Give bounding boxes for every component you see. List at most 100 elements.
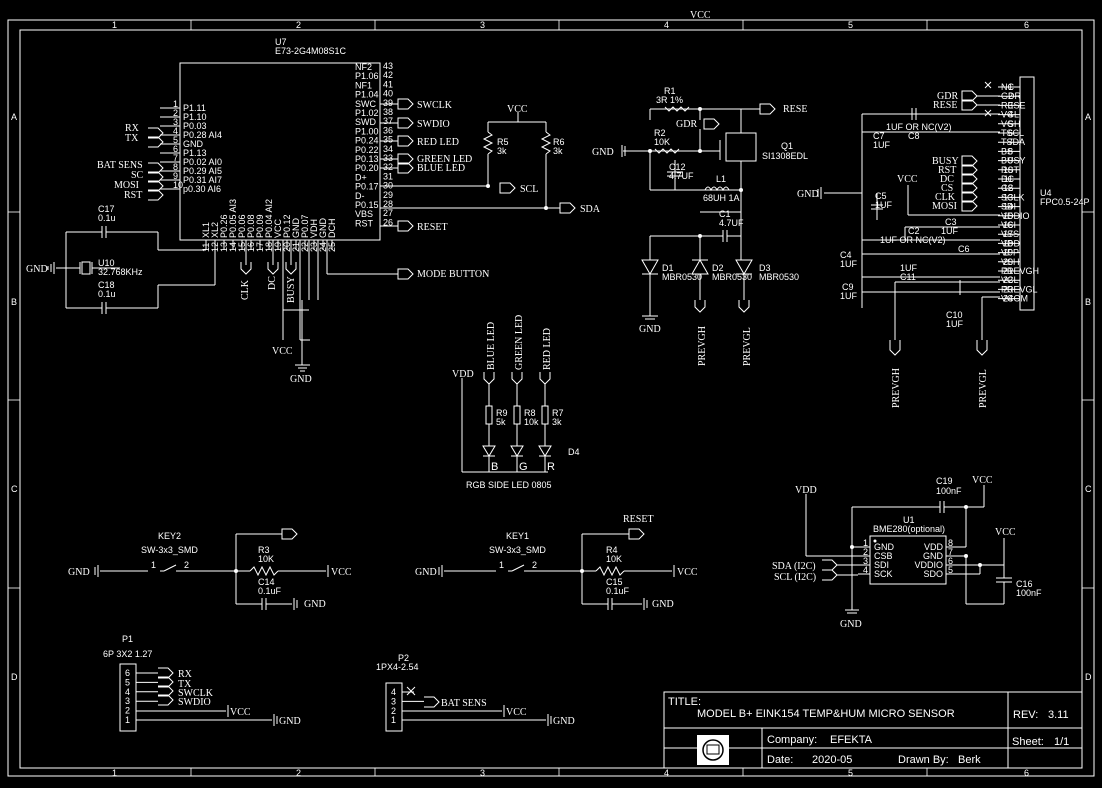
row-label-c: C [11, 484, 18, 494]
vdd-rgb: VDD [452, 369, 474, 380]
c11-ref: C11 [900, 272, 916, 282]
p2-part: 1PX4-2.54 [376, 662, 419, 672]
u4-pin-number: 21 [1003, 266, 1013, 276]
u7-pin-number: 26 [383, 217, 393, 227]
u7-pin-number: 2 [173, 108, 178, 118]
key2-circuit: KEY2 SW-3x3_SMD GND 1 2 R3 10K C14 0.1uF… [68, 528, 352, 610]
net-rese-booster: RESE [783, 104, 807, 115]
net-swdio-u7: SWDIO [417, 119, 450, 130]
c17-val: 0.1u [98, 213, 116, 223]
key1-pin2: 2 [532, 560, 537, 570]
col-label-1-bottom: 1 [112, 768, 117, 778]
l1-val: 68UH 1A [703, 193, 740, 203]
gnd-key1-2: GND [652, 599, 674, 610]
u4-pins: 1NC2GDR3RESE4VGL5VGH6TSCL7TSDA8BS9BUSY10… [984, 81, 1039, 304]
net-clk-u4: CLK [935, 192, 956, 203]
u1-pin-name: SCK [874, 569, 893, 579]
u7-pin-name: P0.29 AI5 [183, 166, 222, 176]
net-mosi-u7: MOSI [114, 180, 139, 191]
u1-pin-number: 8 [948, 538, 953, 548]
r1-val: 3R 1% [656, 95, 683, 105]
drawn-value: Berk [958, 754, 981, 766]
c16-ref: C16 [1016, 579, 1033, 589]
u4-pin-number: 11 [1004, 174, 1013, 184]
u7-pin-number: 8 [173, 162, 178, 172]
u4-pin-name: PREVGH [1001, 266, 1039, 276]
u7-pin-name: P0.22 [355, 145, 379, 155]
u7-pin-number: 32 [383, 162, 393, 172]
u7-pin-number: 20 [282, 242, 292, 252]
r8-val: 10k [524, 417, 539, 427]
r3-val: 10K [258, 554, 274, 564]
u7-pin-number: 35 [383, 135, 393, 145]
u7-pin-name: GND [183, 139, 204, 149]
c15-ref: C15 [606, 577, 623, 587]
u7-pin-name: P0.07 [300, 214, 310, 238]
u7-pin-name: P0.05 AI3 [228, 199, 238, 238]
key1-ref: KEY1 [506, 531, 529, 541]
rev-label: REV: [1013, 709, 1038, 721]
c15-val: 0.1uF [606, 586, 630, 596]
d2-val: MBR0530 [712, 272, 752, 282]
net-mode-button: MODE BUTTON [417, 269, 489, 280]
u7-pin-name: VCC [273, 218, 283, 238]
c14-ref: C14 [258, 577, 275, 587]
gnd-booster-2: GND [639, 324, 661, 335]
u7-pin-name: P1.00 [355, 126, 379, 136]
u4-pin-number: 2 [1008, 91, 1013, 101]
row-label-d: D [11, 672, 18, 682]
key1-pin1: 1 [499, 560, 504, 570]
net-sc-u7: SC [131, 170, 144, 181]
u7-vcc-label: VCC [272, 346, 293, 357]
u7-pin-name: XL1 [201, 222, 211, 238]
col-label-2-bottom: 2 [296, 768, 301, 778]
key2-pin1: 1 [151, 560, 156, 570]
gnd-p1: GND [279, 716, 301, 727]
gnd-booster: GND [592, 147, 614, 158]
u1-pin-name: SDO [923, 569, 943, 579]
rgb-caption: RGB SIDE LED 0805 [466, 480, 552, 490]
u4-pin-name: TSCL [1001, 128, 1024, 138]
u7-pin-name: P0.15 [355, 200, 379, 210]
u7-pin-name: P1.04 [355, 90, 379, 100]
net-dc-u4: DC [940, 174, 954, 185]
u7-pin-number: 5 [173, 135, 178, 145]
u7-pin-number: 42 [383, 70, 393, 80]
company-logo [697, 735, 729, 765]
l1-ref: L1 [716, 174, 726, 184]
d1-val: MBR0530 [662, 272, 702, 282]
p1-pin-number: 4 [125, 687, 130, 697]
c9-ref: C9 [842, 282, 854, 292]
net-reset-u7: RESET [417, 222, 448, 233]
net-mosi-u4: MOSI [932, 201, 957, 212]
u1-pin-name: GND [923, 551, 944, 561]
u7-pin-number: 36 [383, 125, 393, 135]
booster-circuit: R1 3R 1% RESE GDR R2 10K GND Q1 SI1308ED… [592, 86, 808, 366]
u7-pin-name: P1.13 [183, 148, 207, 158]
gnd-key2-2: GND [304, 599, 326, 610]
u7-pin-number: 21 [291, 242, 301, 252]
u4-pin-name: SDI [1001, 202, 1016, 212]
gnd-u1: GND [840, 619, 862, 630]
net-busy-u4: BUSY [932, 156, 959, 167]
row-label-c-right: C [1085, 484, 1092, 494]
c8-val: 1UF OR NC(V2) [886, 122, 952, 132]
p1-part: 6P 3X2 1.27 [103, 649, 152, 659]
u7-pin-name: P0.17 [355, 182, 379, 192]
key1-circuit: KEY1 SW-3x3_SMD GND 1 2 RESET R4 10K C15… [415, 514, 698, 610]
net-prevgh-u4: PREVGH [891, 368, 902, 408]
key2-pin2: 2 [184, 560, 189, 570]
u4-pin-number: 22 [1003, 275, 1013, 285]
net-dc-u7: DC [267, 276, 278, 290]
u1-pin-number: 2 [863, 547, 868, 557]
d3-ref: D3 [759, 263, 771, 273]
q1-ref: Q1 [781, 141, 793, 151]
date-value: 2020-05 [812, 754, 852, 766]
gnd-key1: GND [415, 567, 437, 578]
u7-pin-name: NF1 [355, 80, 372, 90]
u1-pin-name: CSB [874, 551, 893, 561]
r8-ref: R8 [524, 408, 536, 418]
